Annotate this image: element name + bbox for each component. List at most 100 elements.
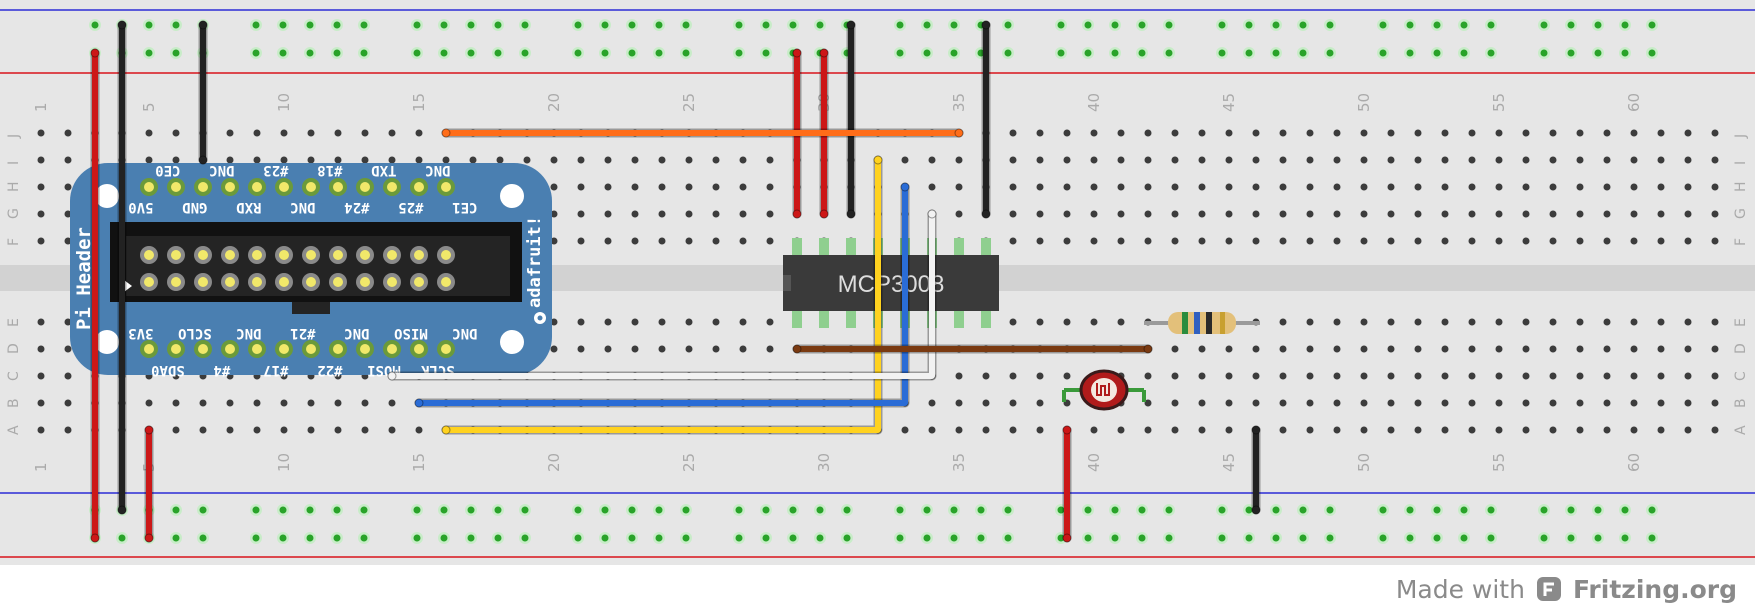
grid-hole [1603, 318, 1611, 326]
rail-hole [655, 506, 663, 514]
grid-hole [1333, 426, 1341, 434]
grid-hole [1522, 210, 1530, 218]
grid-hole [955, 372, 963, 380]
header-pin [144, 277, 154, 287]
grid-hole [766, 183, 774, 191]
rail-hole [977, 49, 985, 57]
header-pin [198, 277, 208, 287]
grid-hole [1036, 210, 1044, 218]
rail-hole [494, 49, 502, 57]
grid-hole [1009, 237, 1017, 245]
jumper-wires [90, 20, 1261, 543]
grid-hole [1522, 237, 1530, 245]
rail-hole [1111, 21, 1119, 29]
grid-hole [1279, 399, 1287, 407]
grid-hole [1198, 183, 1206, 191]
rail-hole [1648, 534, 1656, 542]
wire-black-ground-left-end [117, 20, 127, 30]
header-key [292, 302, 330, 314]
rail-hole [172, 534, 180, 542]
grid-hole [631, 210, 639, 218]
rail-hole [1621, 49, 1629, 57]
grid-hole [307, 156, 315, 164]
grid-hole [739, 318, 747, 326]
grid-hole [1009, 183, 1017, 191]
rail-hole [440, 506, 448, 514]
grid-hole [955, 156, 963, 164]
column-number-top: 50 [1355, 93, 1373, 112]
grid-hole [1684, 237, 1692, 245]
header-pin [171, 277, 181, 287]
grid-hole [712, 318, 720, 326]
rail-hole [1084, 49, 1092, 57]
grid-hole [1279, 345, 1287, 353]
grid-hole [1252, 399, 1260, 407]
wire-black-chip-agnd-end [846, 20, 856, 30]
rail-hole [1111, 534, 1119, 542]
grid-hole [1468, 399, 1476, 407]
grid-hole [577, 156, 585, 164]
grid-hole [1603, 183, 1611, 191]
grid-hole [1684, 210, 1692, 218]
grid-hole [1414, 318, 1422, 326]
grid-hole [1279, 156, 1287, 164]
grid-hole [64, 399, 72, 407]
grid-hole [1711, 426, 1719, 434]
grid-hole [1576, 372, 1584, 380]
grid-hole [1495, 210, 1503, 218]
grid-hole [1090, 237, 1098, 245]
grid-hole [1225, 183, 1233, 191]
rail-hole [843, 534, 851, 542]
grid-hole [1360, 345, 1368, 353]
wire-black-chip-agnd-end [846, 209, 856, 219]
column-number-top: 40 [1085, 93, 1103, 112]
grid-hole [1711, 372, 1719, 380]
grid-hole [1630, 318, 1638, 326]
grid-hole [1657, 156, 1665, 164]
rail-hole [360, 534, 368, 542]
rail-hole [1460, 49, 1468, 57]
grid-hole [1495, 345, 1503, 353]
grid-hole [766, 345, 774, 353]
grid-hole [442, 156, 450, 164]
grid-hole [1414, 129, 1422, 137]
column-number-bottom: 20 [545, 453, 563, 472]
grid-hole [361, 426, 369, 434]
chip-leg-bottom [846, 311, 856, 328]
grid-hole [280, 156, 288, 164]
rail-hole [1165, 49, 1173, 57]
fritzing-logo-icon [1536, 577, 1561, 601]
mount-hole-top-left [95, 184, 119, 208]
grid-hole [1171, 129, 1179, 137]
grid-hole [415, 129, 423, 137]
grid-hole [1063, 129, 1071, 137]
grid-hole [1468, 183, 1476, 191]
rail-hole [1165, 21, 1173, 29]
grid-hole [1576, 399, 1584, 407]
grid-hole [1252, 156, 1260, 164]
grid-hole [145, 156, 153, 164]
rail-hole [655, 49, 663, 57]
header-pin [333, 277, 343, 287]
rail-hole [762, 21, 770, 29]
grid-hole [64, 426, 72, 434]
grid-hole [1549, 183, 1557, 191]
grid-hole [199, 399, 207, 407]
row-letter-right: G [1733, 208, 1749, 219]
rail-hole [950, 534, 958, 542]
grid-hole [550, 183, 558, 191]
grid-hole [1414, 426, 1422, 434]
grid-hole [685, 210, 693, 218]
cobbler-pins [140, 178, 455, 358]
cobbler-pin-label: DNC [344, 325, 369, 341]
grid-hole [1522, 345, 1530, 353]
grid-hole [1333, 210, 1341, 218]
grid-hole [1225, 399, 1233, 407]
rail-hole [762, 49, 770, 57]
grid-hole [550, 210, 558, 218]
chip-body [783, 255, 999, 311]
grid-hole [955, 399, 963, 407]
grid-hole [1063, 183, 1071, 191]
grid-hole [496, 156, 504, 164]
column-number-bottom: 55 [1490, 453, 1508, 472]
